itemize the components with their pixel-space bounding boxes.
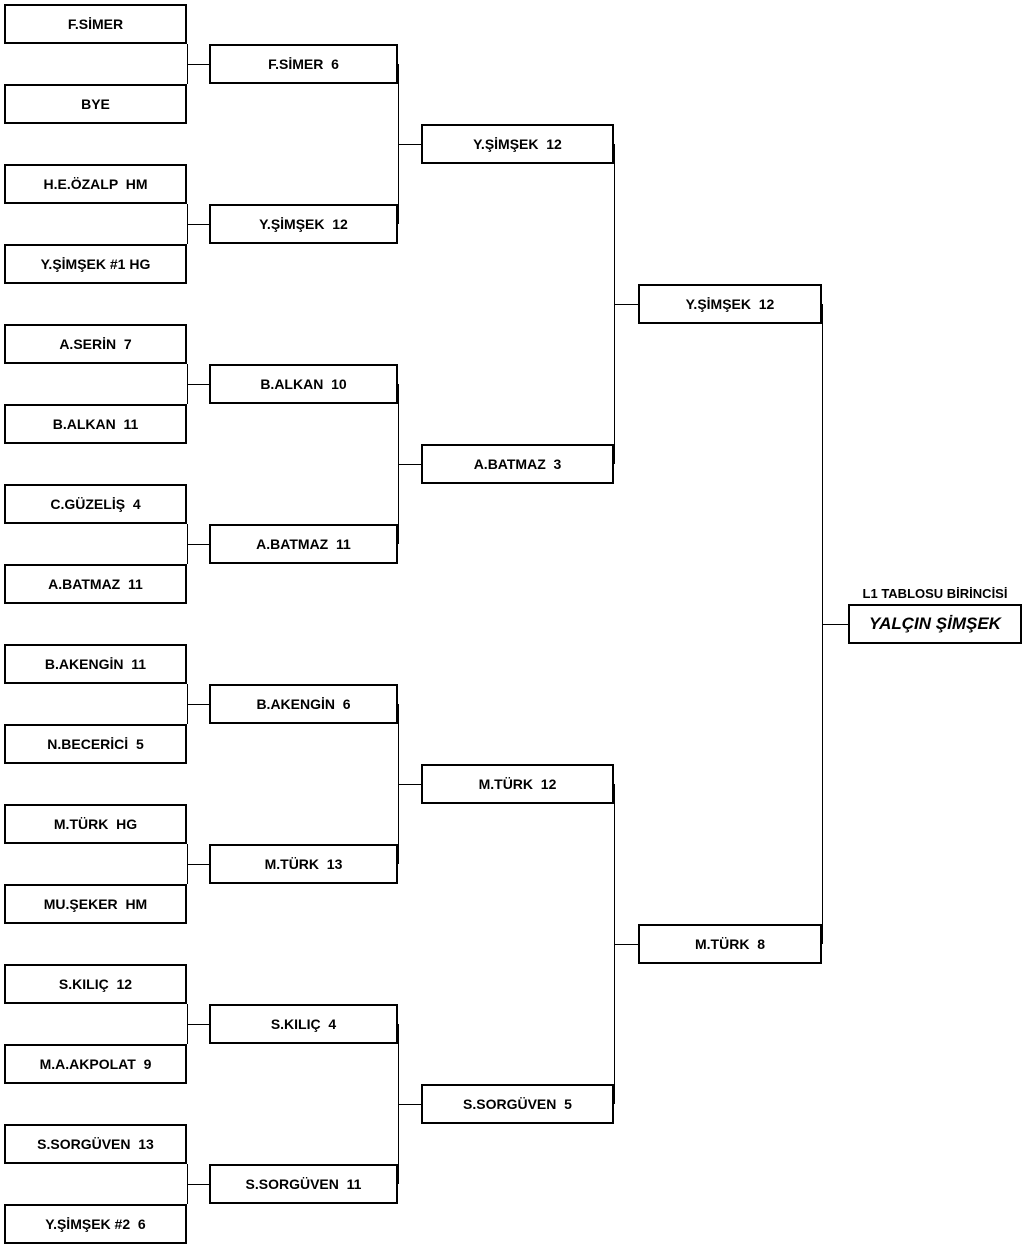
round1-entry: F.SİMER	[4, 4, 187, 44]
round2-entry: S.SORGÜVEN 11	[209, 1164, 398, 1204]
round1-entry: C.GÜZELİŞ 4	[4, 484, 187, 524]
round1-entry: S.SORGÜVEN 13	[4, 1124, 187, 1164]
bracket-connector	[187, 1184, 209, 1185]
round1-entry: M.TÜRK HG	[4, 804, 187, 844]
bracket-connector	[398, 1104, 421, 1105]
bracket-connector	[187, 864, 209, 865]
bracket-connector	[398, 784, 421, 785]
bracket-connector	[822, 624, 848, 625]
bracket-connector	[187, 1024, 209, 1025]
round1-entry: Y.ŞİMŞEK #1 HG	[4, 244, 187, 284]
bracket-connector	[614, 944, 638, 945]
round2-entry: F.SİMER 6	[209, 44, 398, 84]
bracket-connector	[614, 304, 638, 305]
bracket-connector	[187, 384, 209, 385]
round3-entry: Y.ŞİMŞEK 12	[421, 124, 614, 164]
round2-entry: A.BATMAZ 11	[209, 524, 398, 564]
round1-entry: H.E.ÖZALP HM	[4, 164, 187, 204]
bracket-connector	[398, 464, 421, 465]
bracket-connector	[187, 224, 209, 225]
round1-entry: M.A.AKPOLAT 9	[4, 1044, 187, 1084]
round1-entry: Y.ŞİMŞEK #2 6	[4, 1204, 187, 1244]
bracket-connector	[398, 144, 421, 145]
round1-entry: B.AKENGİN 11	[4, 644, 187, 684]
round2-entry: B.ALKAN 10	[209, 364, 398, 404]
round3-entry: A.BATMAZ 3	[421, 444, 614, 484]
round2-entry: B.AKENGİN 6	[209, 684, 398, 724]
round3-entry: S.SORGÜVEN 5	[421, 1084, 614, 1124]
bracket-connector	[187, 64, 209, 65]
bracket-connector	[187, 544, 209, 545]
round1-entry: A.SERİN 7	[4, 324, 187, 364]
champion-name-box: YALÇIN ŞİMŞEK	[848, 604, 1022, 644]
round1-entry: S.KILIÇ 12	[4, 964, 187, 1004]
round1-entry: MU.ŞEKER HM	[4, 884, 187, 924]
round1-entry: BYE	[4, 84, 187, 124]
round4-entry: Y.ŞİMŞEK 12	[638, 284, 822, 324]
bracket-connector	[187, 704, 209, 705]
round2-entry: Y.ŞİMŞEK 12	[209, 204, 398, 244]
round1-entry: N.BECERİCİ 5	[4, 724, 187, 764]
round4-entry: M.TÜRK 8	[638, 924, 822, 964]
round2-entry: M.TÜRK 13	[209, 844, 398, 884]
round2-entry: S.KILIÇ 4	[209, 1004, 398, 1044]
round1-entry: B.ALKAN 11	[4, 404, 187, 444]
round3-entry: M.TÜRK 12	[421, 764, 614, 804]
champion-caption: L1 TABLOSU BİRİNCİSİ	[862, 585, 1008, 601]
round1-entry: A.BATMAZ 11	[4, 564, 187, 604]
